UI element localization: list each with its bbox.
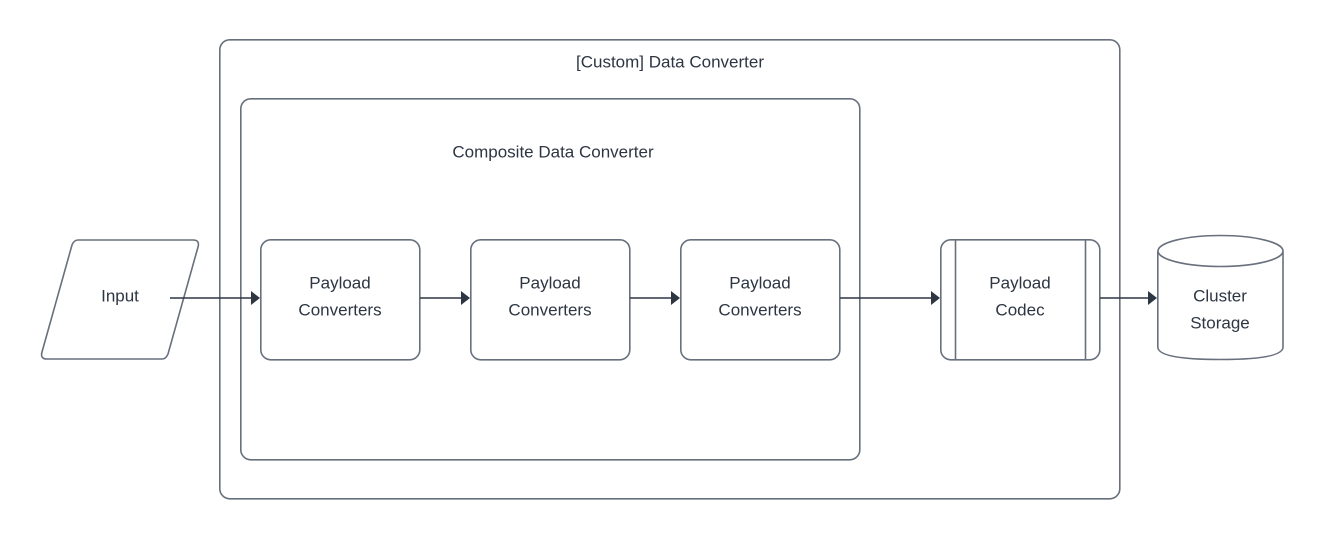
edge-payload-converters-3-to-payload-codec[interactable] — [840, 291, 940, 305]
node-payload-converters-2[interactable] — [469, 239, 631, 361]
node-payload-codec[interactable] — [939, 239, 1101, 361]
node-payload-converters-3[interactable] — [679, 239, 841, 361]
node-payload-converters-1-label-line1: Payload — [309, 273, 370, 292]
node-cluster-storage-label-line1: Cluster — [1193, 286, 1247, 305]
node-payload-converters-3-label-line2: Converters — [718, 300, 801, 319]
edge-payload-converters-2-to-3[interactable] — [630, 291, 680, 305]
node-payload-codec-label-line1: Payload — [989, 273, 1050, 292]
container-custom-data-converter-label: [Custom] Data Converter — [576, 52, 764, 71]
container-composite-data-converter-label: Composite Data Converter — [452, 142, 654, 161]
edge-input-to-payload-converters-1[interactable] — [170, 291, 260, 305]
node-payload-converters-1[interactable] — [259, 239, 421, 361]
node-cluster-storage-label-line2: Storage — [1190, 313, 1250, 332]
node-payload-converters-2-label-line1: Payload — [519, 273, 580, 292]
node-payload-codec-label-line2: Codec — [995, 300, 1045, 319]
node-payload-converters-3-label-line1: Payload — [729, 273, 790, 292]
container-composite-data-converter[interactable] — [240, 98, 861, 461]
node-input-label: Input — [101, 286, 139, 305]
container-custom-data-converter[interactable] — [219, 38, 1121, 500]
edge-payload-codec-to-cluster-storage[interactable] — [1100, 291, 1157, 305]
edge-payload-converters-1-to-2[interactable] — [420, 291, 470, 305]
node-payload-converters-1-label-line2: Converters — [298, 300, 381, 319]
node-cluster-storage-body[interactable] — [1157, 251, 1284, 361]
node-payload-converters-2-label-line2: Converters — [508, 300, 591, 319]
node-cluster-storage-top — [1157, 234, 1284, 268]
node-input[interactable] — [40, 239, 200, 360]
